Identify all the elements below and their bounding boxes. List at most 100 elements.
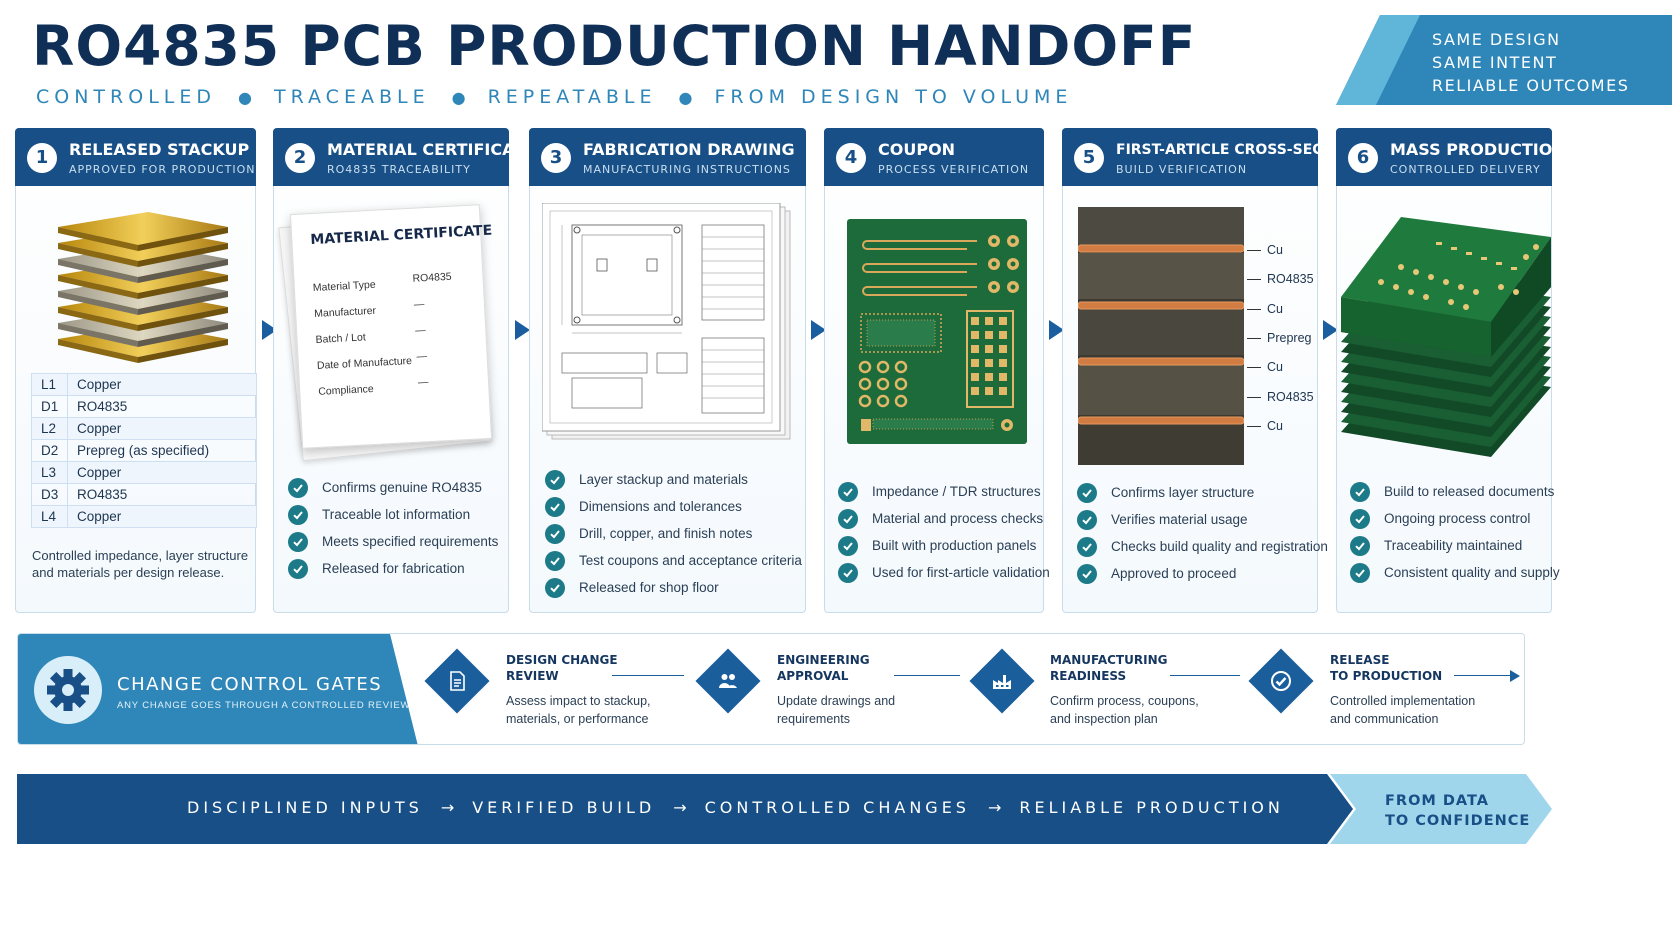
subtitle-item: CONTROLLED: [36, 86, 217, 108]
checkmark-icon: [545, 550, 565, 571]
checklist: Confirms layer structure Verifies materi…: [1077, 479, 1328, 587]
fabrication-drawing-illustration: [542, 203, 791, 440]
layer-material: Copper: [67, 417, 257, 440]
gear-icon: [34, 656, 102, 724]
checkmark-icon: [545, 577, 565, 598]
step-subtitle: APPROVED FOR PRODUCTION: [69, 163, 256, 176]
layer-label: RO4835: [1247, 390, 1314, 404]
summary-item: CONTROLLED CHANGES: [704, 798, 970, 817]
layer-id: D1: [31, 395, 68, 418]
list-item: Confirms layer structure: [1077, 479, 1328, 506]
summary-item: RELIABLE PRODUCTION: [1019, 798, 1284, 817]
certificate-field-value: —: [417, 376, 429, 389]
checkmark-icon: [545, 496, 565, 517]
layer-id: L2: [31, 417, 68, 440]
layer-label: Cu: [1247, 360, 1283, 374]
layer-label: RO4835: [1247, 272, 1314, 286]
list-item: Used for first-article validation: [838, 559, 1050, 586]
subtitle-item: FROM DESIGN TO VOLUME: [714, 86, 1073, 108]
tagline-line: SAME INTENT: [1432, 53, 1558, 72]
checkmark-icon: [1350, 481, 1370, 502]
arrow-right-icon: [1510, 670, 1520, 682]
document-icon: [424, 648, 490, 714]
stackup-note: Controlled impedance, layer structure an…: [32, 548, 249, 580]
step-number: 5: [1074, 143, 1104, 173]
list-item: Dimensions and tolerances: [545, 493, 802, 520]
step-subtitle: CONTROLLED DELIVERY: [1390, 163, 1541, 176]
gates-banner: CHANGE CONTROL GATES ANY CHANGE GOES THR…: [18, 634, 418, 744]
certificate-field-value: —: [414, 324, 427, 337]
check-label: Traceability maintained: [1384, 538, 1523, 553]
list-item: Confirms genuine RO4835: [288, 474, 498, 501]
material-certificate-document: MATERIAL CERTIFICATE Material Type RO483…: [289, 204, 493, 449]
flow-arrow-icon: [515, 320, 530, 340]
step-number: 1: [27, 143, 57, 173]
certificate-field-label: Batch / Lot: [315, 331, 367, 346]
layer-label: Prepreg: [1247, 331, 1311, 345]
checkmark-icon: [1350, 508, 1370, 529]
check-label: Impedance / TDR structures: [872, 484, 1041, 499]
step-subtitle: RO4835 TRACEABILITY: [327, 163, 471, 176]
check-label: Verifies material usage: [1111, 512, 1248, 527]
summary-end-line: FROM DATA: [1385, 793, 1489, 809]
list-item: Released for shop floor: [545, 574, 802, 601]
checkmark-icon: [288, 477, 308, 498]
checkmark-icon: [1077, 509, 1097, 530]
checkmark-icon: [545, 523, 565, 544]
step-header: 6 MASS PRODUCTION CONTROLLED DELIVERY: [1336, 128, 1566, 186]
checkmark-icon: [288, 504, 308, 525]
layer-id: L4: [31, 505, 68, 528]
check-label: Drill, copper, and finish notes: [579, 526, 753, 541]
step-released-stackup: 1 RELEASED STACKUP APPROVED FOR PRODUCTI…: [15, 128, 257, 613]
checkmark-icon: [1350, 562, 1370, 583]
checklist: Layer stackup and materials Dimensions a…: [545, 466, 802, 601]
summary-item: DISCIPLINED INPUTS: [187, 798, 423, 817]
step-coupon: 4 COUPON PROCESS VERIFICATION: [824, 128, 1050, 613]
certificate-title: MATERIAL CERTIFICATE: [309, 222, 493, 249]
list-item: Approved to proceed: [1077, 560, 1328, 587]
step-fabrication-drawing: 3 FABRICATION DRAWING MANUFACTURING INST…: [529, 128, 806, 613]
arrow-right-icon: →: [673, 798, 687, 817]
layer-material: RO4835: [67, 395, 257, 418]
check-label: Consistent quality and supply: [1384, 565, 1560, 580]
checkmark-icon: [838, 562, 858, 583]
certificate-field-label: Material Type: [312, 278, 376, 295]
checkmark-icon: [1077, 563, 1097, 584]
list-item: Consistent quality and supply: [1350, 559, 1560, 586]
flow-arrow-icon: [811, 320, 826, 340]
check-label: Released for shop floor: [579, 580, 719, 595]
step-number: 4: [836, 143, 866, 173]
check-label: Layer stackup and materials: [579, 472, 748, 487]
certificate-field-value: RO4835: [412, 270, 452, 285]
list-item: Test coupons and acceptance criteria: [545, 547, 802, 574]
step-title: RELEASED STACKUP: [69, 140, 250, 159]
layer-label: Cu: [1247, 243, 1283, 257]
certificate-field-label: Date of Manufacture: [316, 354, 413, 372]
step-title: FIRST-ARTICLE CROSS-SECTION: [1116, 142, 1361, 158]
step-subtitle: PROCESS VERIFICATION: [878, 163, 1030, 176]
gate-connector: [1170, 675, 1240, 676]
gates-title: CHANGE CONTROL GATES: [117, 674, 383, 695]
step-number: 6: [1348, 143, 1378, 173]
check-label: Ongoing process control: [1384, 511, 1531, 526]
stackup-layers-illustration: [58, 212, 228, 363]
layer-id: D2: [31, 439, 68, 462]
arrow-right-icon: →: [440, 798, 455, 817]
layer-material: Prepreg (as specified): [67, 439, 257, 462]
list-item: Released for fabrication: [288, 555, 498, 582]
step-title: FABRICATION DRAWING: [583, 140, 795, 159]
step-number: 3: [541, 143, 571, 173]
check-label: Test coupons and acceptance criteria: [579, 553, 802, 568]
step-header: 5 FIRST-ARTICLE CROSS-SECTION BUILD VERI…: [1062, 128, 1361, 186]
list-item: Built with production panels: [838, 532, 1050, 559]
step-material-certificate: 2 MATERIAL CERTIFICATE RO4835 TRACEABILI…: [273, 128, 535, 613]
certificate-field-value: —: [413, 298, 425, 311]
